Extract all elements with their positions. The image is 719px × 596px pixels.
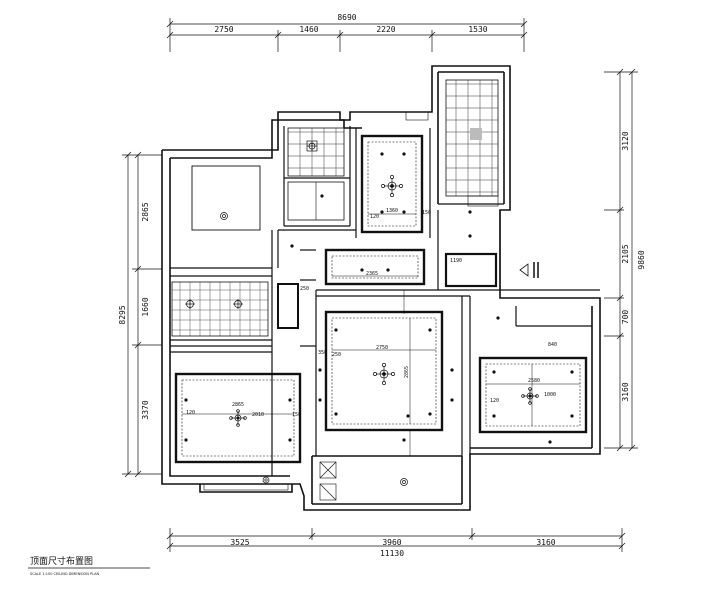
left-dim-3: 3370 xyxy=(141,400,150,419)
corridor-width-label: 2365 xyxy=(366,271,378,277)
left-overall-dim: 8295 xyxy=(118,305,127,324)
edge-label: 150 xyxy=(292,412,301,418)
edge-label: 120 xyxy=(370,214,379,220)
study-width-label: 1360 xyxy=(386,208,398,214)
master-width-label: 2865 xyxy=(232,402,244,408)
top-dim-3: 2220 xyxy=(376,25,395,34)
ceiling-light-icon xyxy=(306,140,318,152)
chandelier-icon xyxy=(373,363,395,385)
drawing-subtitle: SCALE 1:100 CEILING DIMENSION PLAN xyxy=(30,572,99,576)
right-dimension-chain xyxy=(604,68,638,452)
right-dim-2: 2105 xyxy=(621,244,630,263)
edge-label: 150 xyxy=(422,210,431,216)
exterior-walls xyxy=(161,65,601,511)
bottom-dim-2: 3960 xyxy=(382,538,401,547)
bed2-width-label: 2580 xyxy=(528,378,540,384)
right-dim-1: 3120 xyxy=(621,131,630,150)
edge-label: 250 xyxy=(300,286,309,292)
door-window-marks xyxy=(203,111,499,501)
left-dim-1: 2865 xyxy=(141,202,150,221)
inner-dim-lines xyxy=(182,213,580,456)
downlights xyxy=(184,152,574,444)
bottom-dim-3: 3160 xyxy=(536,538,555,547)
drawing-title: 顶面尺寸布置图 xyxy=(30,555,93,567)
top-dim-4: 1530 xyxy=(468,25,487,34)
left-dimension-chain xyxy=(122,151,162,478)
section-marker-icon xyxy=(519,262,539,278)
master-height-label: 2010 xyxy=(252,412,264,418)
right-overall-dim: 9860 xyxy=(637,250,646,269)
bottom-overall-dim: 11130 xyxy=(380,549,404,558)
top-dim-2: 1460 xyxy=(299,25,318,34)
ceiling-boxes xyxy=(174,134,588,464)
edge-label: 250 xyxy=(332,352,341,358)
right-dim-4: 3160 xyxy=(621,382,630,401)
ceiling-light-icon xyxy=(220,212,228,220)
chandelier-icon xyxy=(381,175,403,197)
interior-walls xyxy=(170,126,600,476)
balcony-tile-area xyxy=(445,79,499,197)
bottom-dim-1: 3525 xyxy=(230,538,249,547)
chandelier-icon xyxy=(229,409,247,427)
kitchen-tile-area xyxy=(171,281,269,337)
edge-label: 1190 xyxy=(450,258,462,264)
ceiling-light-icon xyxy=(262,476,270,484)
ceiling-light-icon xyxy=(233,299,243,309)
right-dim-3: 700 xyxy=(621,310,630,325)
bottom-dimension-chain xyxy=(166,528,626,552)
living-width-label: 2750 xyxy=(376,345,388,351)
left-dim-2: 1660 xyxy=(141,297,150,316)
top-dimension-chain xyxy=(166,18,528,52)
top-overall-dim: 8690 xyxy=(337,13,356,22)
living-height-label: 2865 xyxy=(404,366,410,378)
edge-label: 840 xyxy=(548,342,557,348)
balcony-shaded-tile xyxy=(470,128,482,140)
chandelier-icon xyxy=(521,387,539,405)
ceiling-light-icon xyxy=(400,478,408,486)
edge-label: 350 xyxy=(318,350,327,356)
edge-label: 120 xyxy=(186,410,195,416)
ceiling-light-icon xyxy=(185,299,195,309)
bed2-height-label: 1000 xyxy=(544,392,556,398)
top-dim-1: 2750 xyxy=(214,25,233,34)
edge-label: 120 xyxy=(490,398,499,404)
light-fixtures xyxy=(185,140,539,486)
bathroom-tile-area xyxy=(287,127,345,177)
